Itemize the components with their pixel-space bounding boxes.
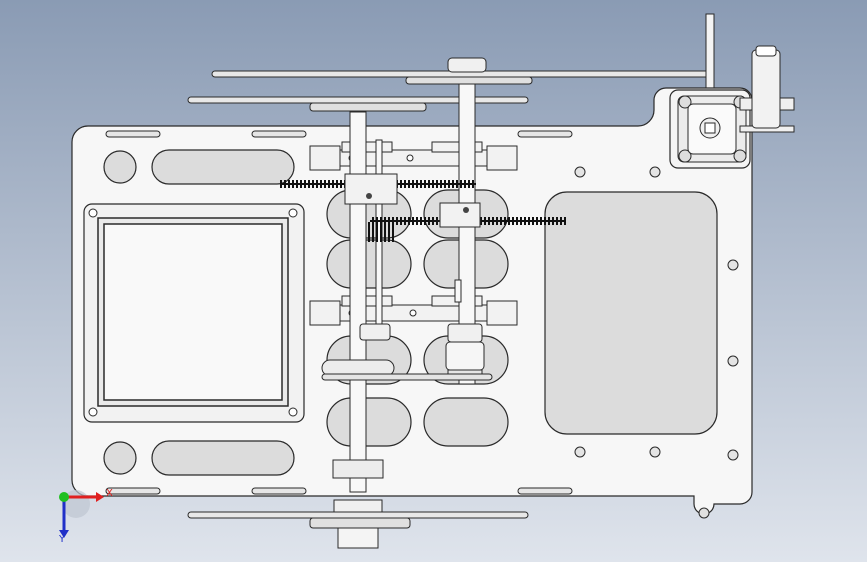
axis-x-label: X (106, 488, 113, 499)
left-cutouts (103, 149, 295, 476)
right-cutout (544, 191, 718, 435)
bottom-pulley (187, 459, 529, 549)
spur-gears (280, 173, 566, 242)
motor-bracket (669, 45, 795, 169)
left-window-panel (83, 203, 305, 423)
top-pulley-discs (187, 13, 715, 125)
axis-y-label: Y (58, 534, 66, 545)
axis-triad: X Y (58, 488, 113, 545)
edge-slots (105, 130, 573, 495)
lower-pulley (321, 323, 493, 381)
right-mounting-holes (574, 166, 739, 461)
